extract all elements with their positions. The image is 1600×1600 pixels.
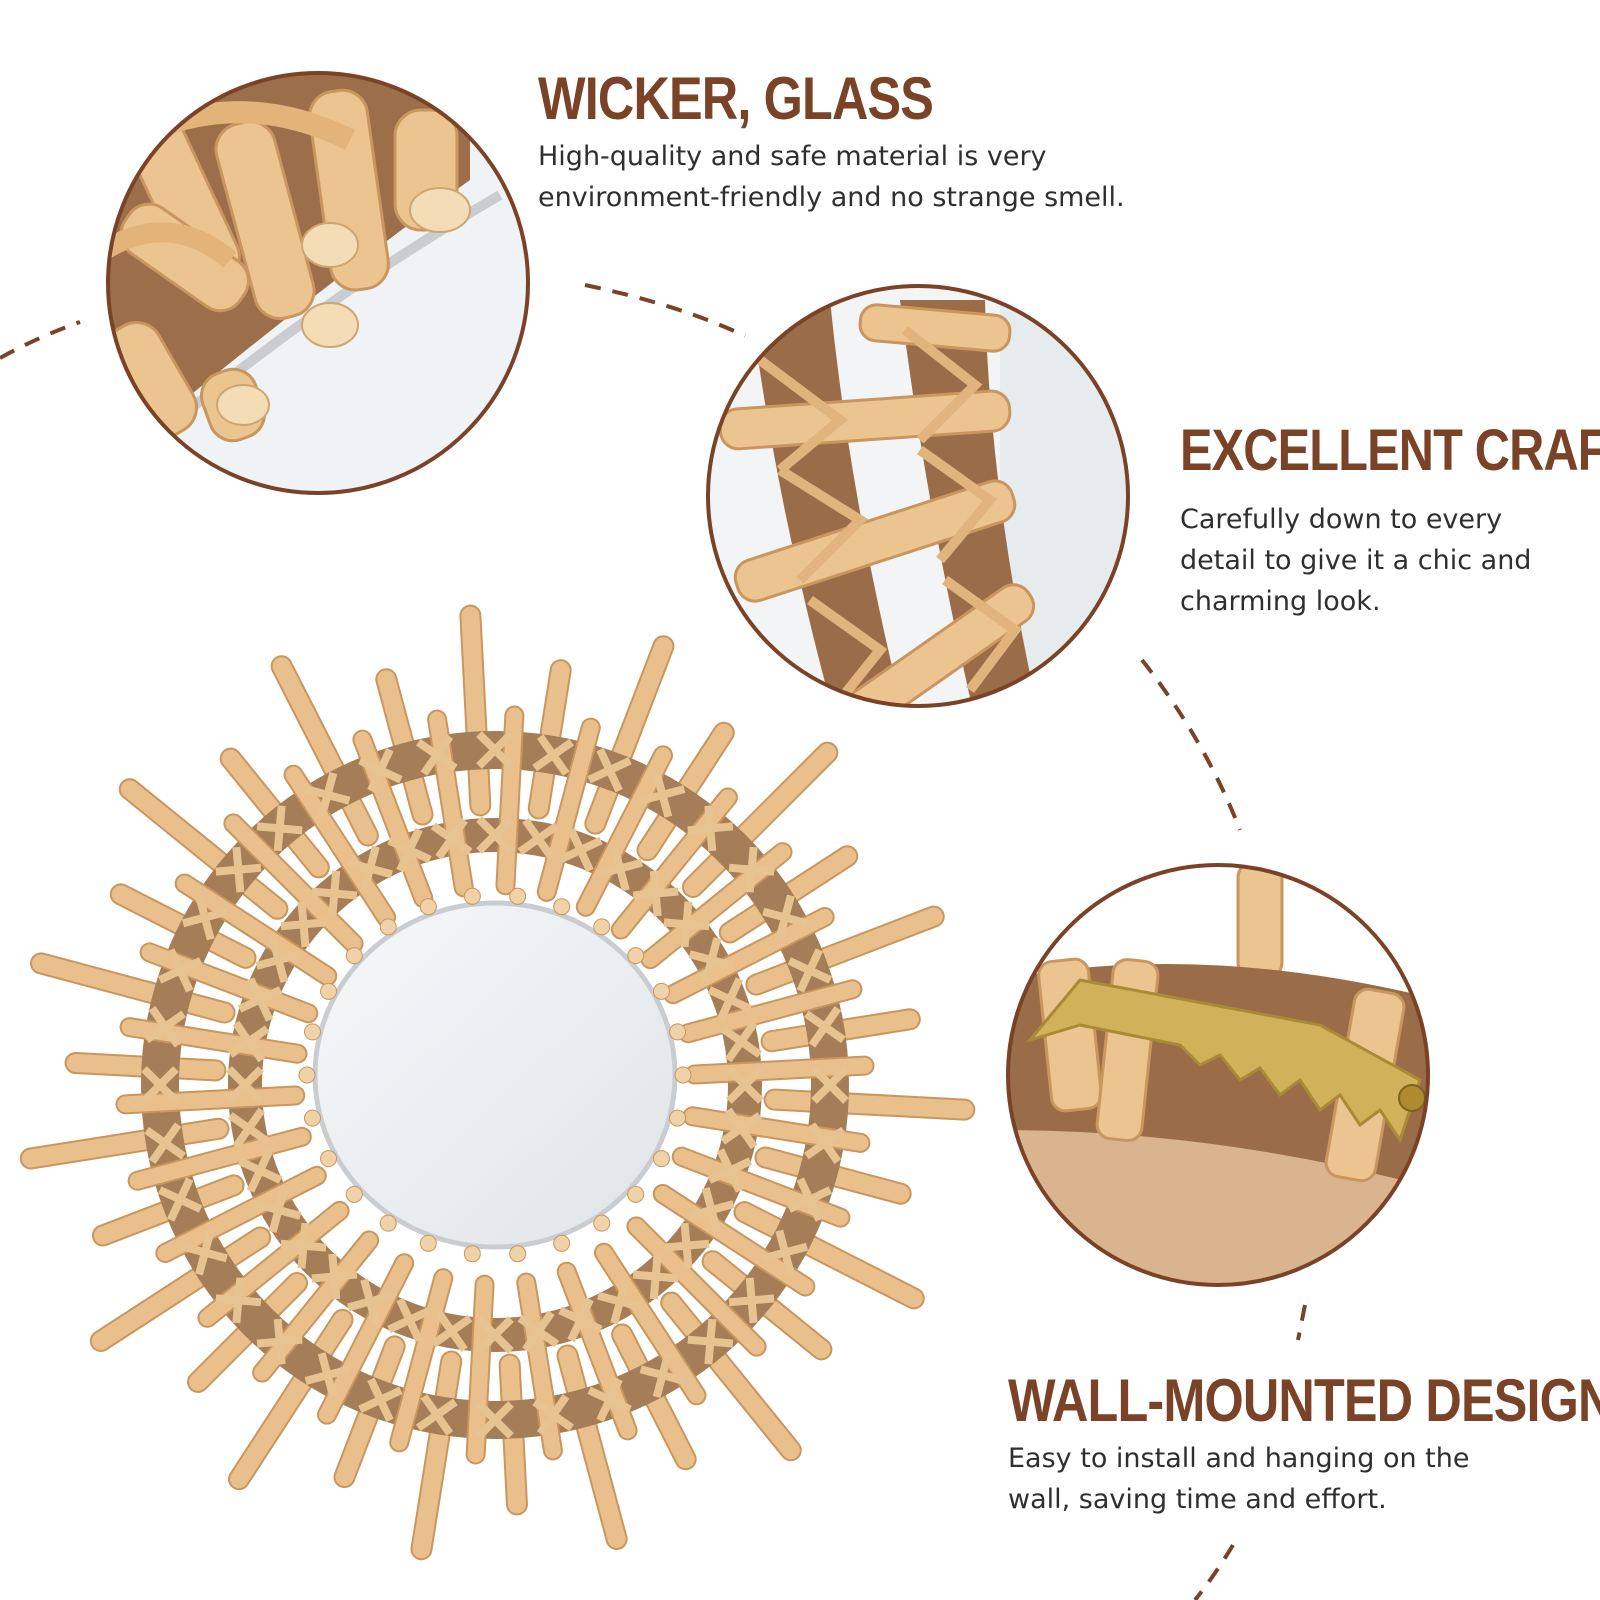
desc-line: environment-friendly and no strange smel… (538, 182, 1125, 213)
desc-line: detail to give it a chic and (1180, 545, 1532, 576)
detail-circle-wicker-glass (106, 71, 530, 495)
desc-line: charming look. (1180, 586, 1381, 617)
detail-circle-excellent-craft (706, 284, 1130, 708)
desc-line: Easy to install and hanging on the (1008, 1443, 1470, 1474)
desc-line: wall, saving time and effort. (1008, 1484, 1387, 1515)
feature-desc-excellent-craft: Carefully down to every detail to give i… (1180, 499, 1531, 622)
feature-title-excellent-craft: EXCELLENT CRAFT (1180, 418, 1600, 483)
desc-line: Carefully down to every (1180, 504, 1503, 535)
feature-desc-wicker-glass: High-quality and safe material is very e… (538, 136, 1125, 218)
connector-bottom (1193, 1543, 1235, 1600)
feature-desc-wall-mounted: Easy to install and hanging on the wall,… (1008, 1438, 1469, 1520)
mirror-glass (312, 900, 678, 1250)
connector-right (1140, 658, 1242, 831)
desc-line: High-quality and safe material is very (538, 141, 1047, 172)
connector-bottom-small (1296, 1304, 1307, 1341)
detail-circle-wall-mounted (1006, 863, 1430, 1287)
sunburst-mirror (19, 604, 976, 1561)
connector-left (0, 320, 81, 360)
connector-top (584, 283, 746, 338)
feature-title-wicker-glass: WICKER, GLASS (538, 65, 934, 132)
dashed-connectors (0, 283, 1307, 1600)
feature-title-wall-mounted: WALL-MOUNTED DESIGN (1008, 1367, 1600, 1434)
